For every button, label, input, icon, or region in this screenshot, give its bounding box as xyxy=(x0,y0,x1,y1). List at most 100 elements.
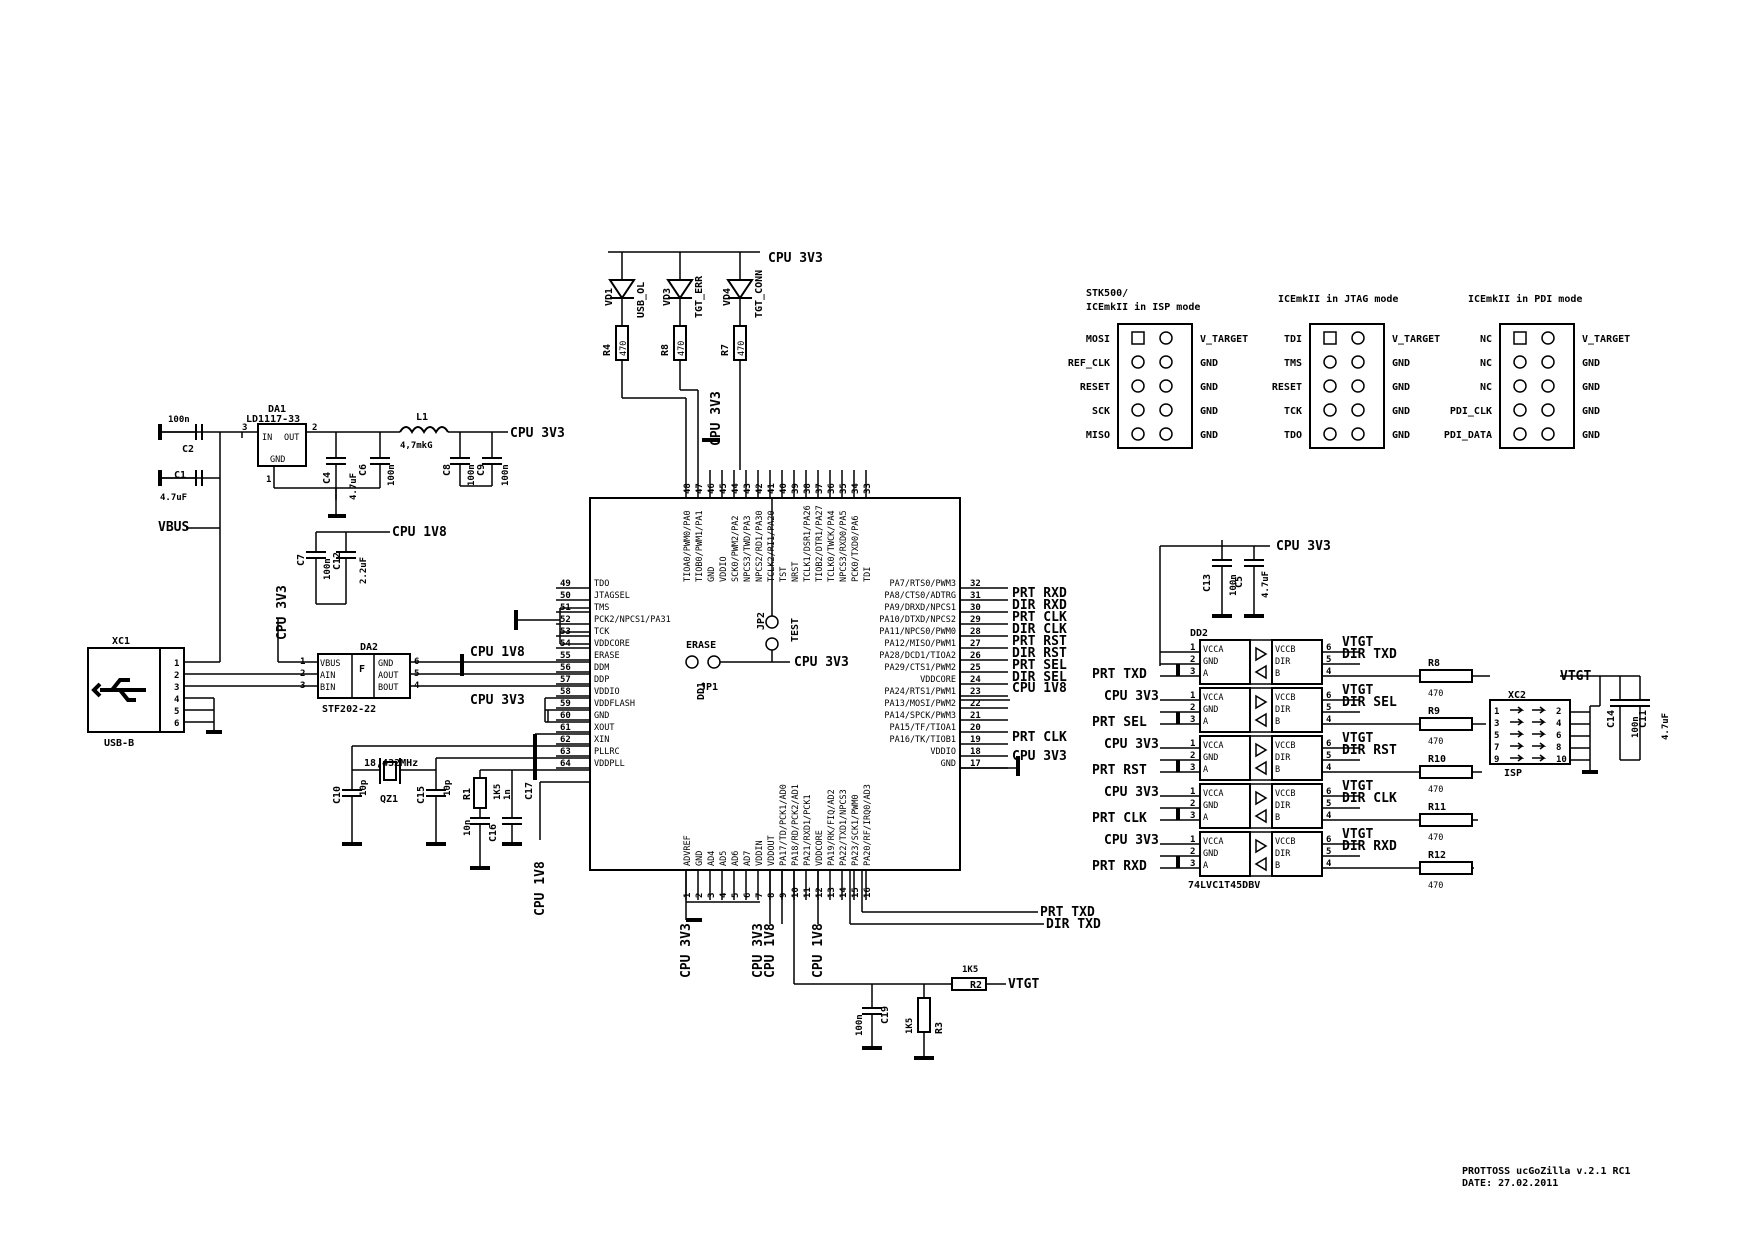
mcu-top-pin-35: NPCS3/RXD0/PA5 xyxy=(839,510,849,582)
header0-right-4: GND xyxy=(1200,430,1218,441)
jp1-ref: JP1 xyxy=(700,682,718,693)
c13-value: 100n xyxy=(1229,574,1239,596)
c19-value: 100n xyxy=(855,1014,865,1036)
dd2-row3-dir-label: DIR CLK xyxy=(1342,791,1397,806)
mcu-bottom-num-4: 4 xyxy=(719,892,729,898)
dd2-row0-a-label: PRT TXD xyxy=(1092,667,1147,682)
dd2-row0-res-value: 470 xyxy=(1428,689,1443,699)
dd2-row0-ln-2: 3 xyxy=(1190,667,1195,677)
mcu-top-num-39: 39 xyxy=(791,483,801,494)
da2-left-num-2: 3 xyxy=(300,681,305,691)
header0-left-2: RESET xyxy=(1080,382,1110,393)
da2-right-num-0: 6 xyxy=(414,657,419,667)
reg-in: IN xyxy=(262,433,272,443)
mcu-top-pin-45: VDDIO xyxy=(719,556,729,582)
net-dir-sel: DIR SEL xyxy=(1012,670,1067,685)
header2-pin-2b xyxy=(1541,379,1555,393)
dd2-row3-mid-box xyxy=(1249,783,1273,829)
dd2-row4-lp-1: GND xyxy=(1203,849,1218,859)
mcu-right-pin-26: PA28/DCD1/TIOA2 xyxy=(879,651,956,661)
dd2-part: 74LVC1T45DBV xyxy=(1188,880,1260,891)
header1-pin-3b xyxy=(1351,403,1365,417)
header2-right-1: GND xyxy=(1582,358,1600,369)
led-res-value-R4: 470 xyxy=(619,341,629,356)
header2-left-0: NC xyxy=(1480,334,1492,345)
header1-right-2: GND xyxy=(1392,382,1410,393)
net-vtgt-isp: VTGT xyxy=(1560,669,1591,684)
jp2-ref: JP2 xyxy=(756,612,767,630)
mcu-right-pin-28: PA11/NPCS0/PWM0 xyxy=(879,627,956,637)
led-label-VD4: TGT_CONN xyxy=(754,270,765,318)
mcu-bottom-pin-13: PA19/RK/FIQ/AD2 xyxy=(827,789,837,866)
header2-pin-4a xyxy=(1513,427,1527,441)
c4-ref: C4 xyxy=(322,472,333,484)
led-ref-VD4: VD4 xyxy=(722,288,733,306)
dd2-row0-arrow-left-icon xyxy=(1254,664,1267,680)
mcu-left-num-59: 59 xyxy=(560,699,571,709)
header1-right-3: GND xyxy=(1392,406,1410,417)
qz1-value: 18,432MHz xyxy=(364,758,418,769)
mcu-bottom-pin-3: AD4 xyxy=(707,851,717,866)
dd2-row4-arrow-right-icon xyxy=(1255,838,1268,854)
mcu-top-num-33: 33 xyxy=(863,483,873,494)
mcu-left-pin-52: PCK2/NPCS1/PA31 xyxy=(594,615,671,625)
header2-pin-4b xyxy=(1541,427,1555,441)
mcu-left-num-56: 56 xyxy=(560,663,571,673)
header0-right-1: GND xyxy=(1200,358,1218,369)
hdr1-title2: ICEmkII in ISP mode xyxy=(1086,301,1200,313)
net-cpu1v8-bot2: CPU 1V8 xyxy=(811,923,826,978)
net-vtgt-bot: VTGT xyxy=(1008,977,1039,992)
mcu-top-num-44: 44 xyxy=(731,483,741,494)
mcu-right-pin-30: PA9/DRXD/NPCS1 xyxy=(884,603,956,613)
dd2-row2-right-box xyxy=(1271,735,1323,781)
mcu-ref: DD1 xyxy=(696,682,707,700)
header1-pin-4b xyxy=(1351,427,1365,441)
mcu-bottom-pin-14: PA22/TXD1/NPCS3 xyxy=(839,789,849,866)
led-res-value-R8: 470 xyxy=(677,341,687,356)
usb-pin-2: 2 xyxy=(174,671,179,681)
mcu-left-num-49: 49 xyxy=(560,579,571,589)
xc2-left-7: 7 xyxy=(1494,743,1499,753)
mcu-bottom-pin-4: AD5 xyxy=(719,851,729,866)
mcu-right-num-17: 17 xyxy=(970,759,981,769)
mcu-right-num-30: 30 xyxy=(970,603,981,613)
mcu-top-pin-39: NRST xyxy=(791,562,801,582)
dd2-row2-ln-2: 3 xyxy=(1190,763,1195,773)
usb-pin-6: 6 xyxy=(174,719,179,729)
dd2-row1-lp-0: VCCA xyxy=(1203,693,1223,703)
mcu-right-pin-17: GND xyxy=(941,759,956,769)
mcu-top-num-45: 45 xyxy=(719,483,729,494)
dd2-row2-rp-1: DIR xyxy=(1275,753,1291,763)
dd2-row2-rp-2: B xyxy=(1275,765,1280,775)
dd2-ref: DD2 xyxy=(1190,628,1208,639)
isp-connector-xc2 xyxy=(1489,699,1571,765)
led-label-VD1: USB_OL xyxy=(636,282,647,318)
mcu-top-num-46: 46 xyxy=(707,483,717,494)
dd2-row3-rp-0: VCCB xyxy=(1275,789,1295,799)
net-prt-rst: PRT RST xyxy=(1012,634,1067,649)
header0-right-0: V_TARGET xyxy=(1200,334,1248,345)
reg-pin2: 2 xyxy=(312,423,317,433)
led-res-value-R7: 470 xyxy=(737,341,747,356)
mcu-top-pin-38: TCLK1/DSR1/PA26 xyxy=(803,505,813,582)
title-line1: PROTTOSS ucGoZilla v.2.1 RC1 xyxy=(1462,1165,1631,1177)
header2-pin-3a xyxy=(1513,403,1527,417)
mcu-left-num-55: 55 xyxy=(560,651,571,661)
pdi-header xyxy=(1499,323,1575,449)
net-cpu3v3-dd2: CPU 3V3 xyxy=(1276,539,1331,554)
net-dir-clk: DIR CLK xyxy=(1012,622,1067,637)
c6-value: 100n xyxy=(387,464,397,486)
hdr1-title1: STK500/ xyxy=(1086,288,1128,299)
mcu-bottom-num-3: 3 xyxy=(707,893,717,898)
esd-da2-body xyxy=(317,653,411,699)
dd2-row3-vtgt-label: VTGT xyxy=(1342,779,1373,794)
c5-ref: C5 xyxy=(1234,576,1245,588)
mcu-left-pin-49: TDO xyxy=(594,579,609,589)
dd2-row0-vtgt-label: VTGT xyxy=(1342,635,1373,650)
header1-left-4: TDO xyxy=(1284,430,1302,441)
header2-left-3: PDI_CLK xyxy=(1450,406,1492,417)
net-cpu3v3-top: CPU 3V3 xyxy=(768,251,823,266)
c12-value: 2.2uF xyxy=(359,557,369,584)
header1-pin-0b xyxy=(1351,331,1365,345)
header1-pin-1b xyxy=(1351,355,1365,369)
